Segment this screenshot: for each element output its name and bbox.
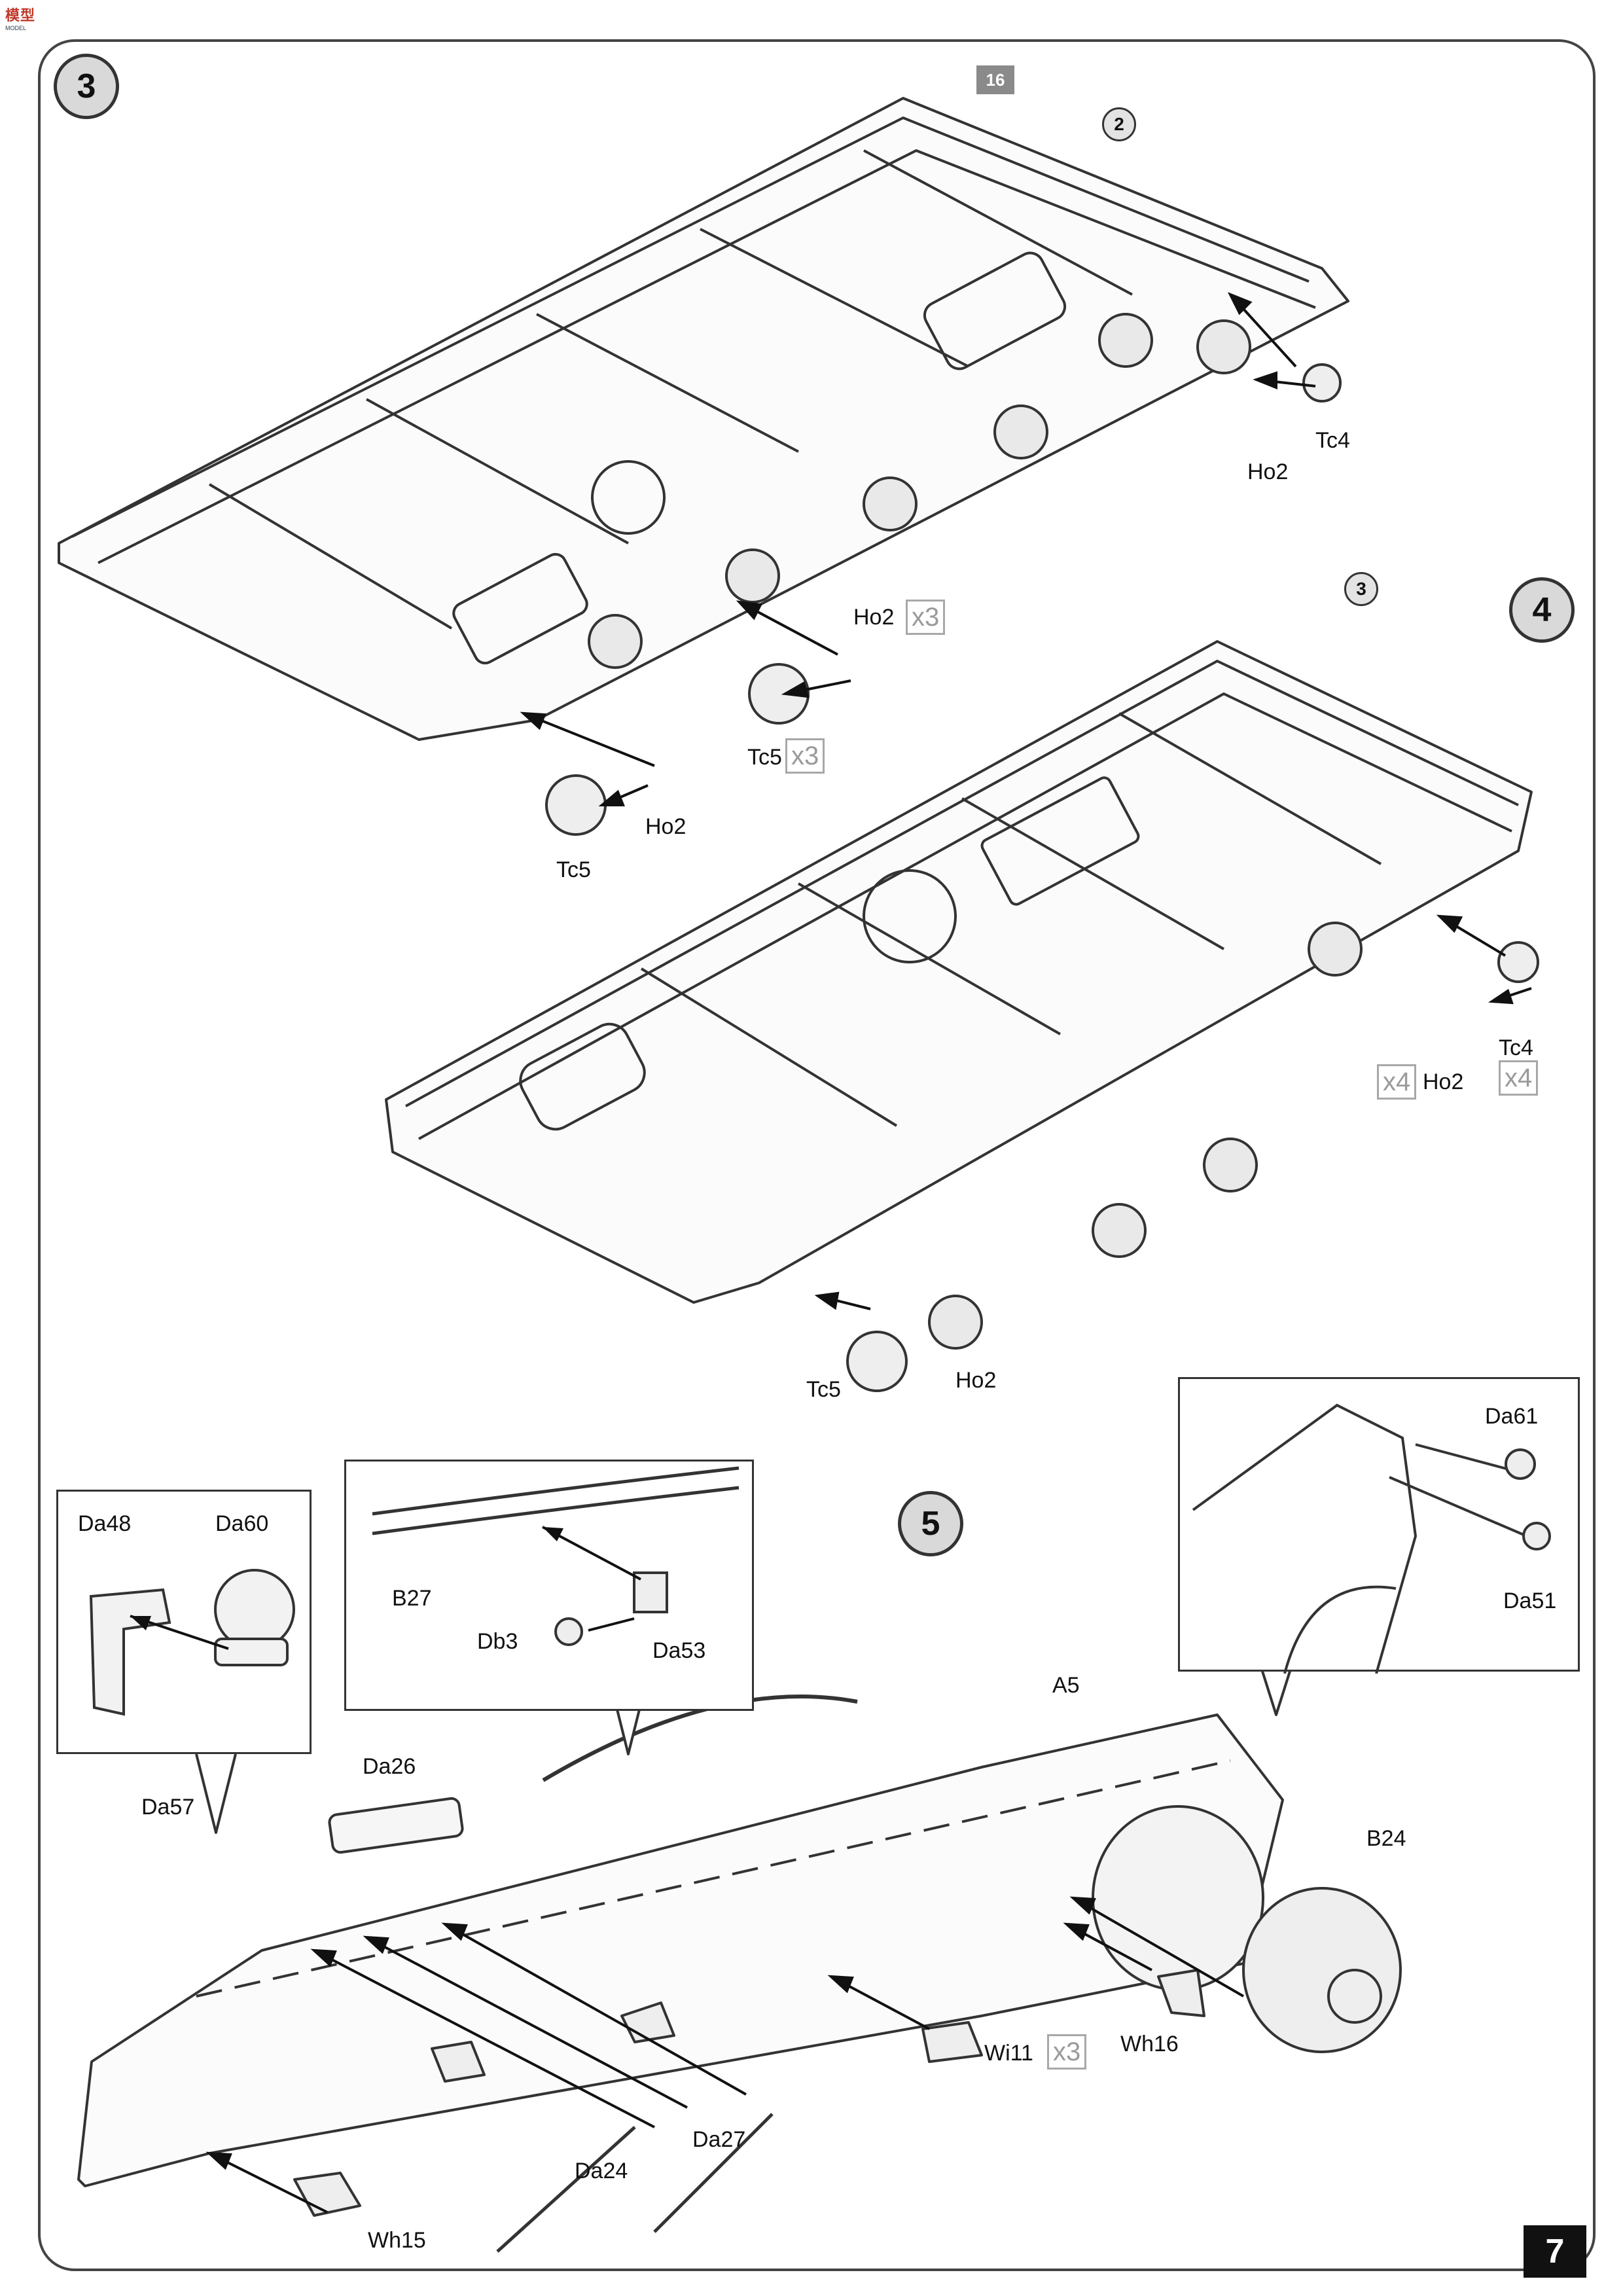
part-label-da61: Da61	[1485, 1404, 1539, 1429]
part-label-da48: Da48	[78, 1511, 132, 1536]
part-label-wh15: Wh15	[368, 2228, 426, 2253]
quantity-badge: x3	[1047, 2034, 1087, 2070]
part-label-da53: Da53	[652, 1638, 706, 1663]
part-label-ho2: Ho2	[645, 814, 687, 839]
step5-hull-side-drawing	[77, 1695, 1402, 2253]
part-label-ho2: Ho2	[955, 1368, 997, 1393]
quantity-badge: x3	[906, 600, 946, 635]
quantity-badge: x4	[1377, 1064, 1417, 1100]
page-frame	[38, 39, 1596, 2271]
reference-tag-16: 16	[976, 65, 1014, 94]
inset-da48-da60-drawing	[89, 1569, 295, 1716]
quantity-badge: x3	[785, 738, 825, 774]
part-label-da26: Da26	[363, 1754, 416, 1779]
part-label-b27: B27	[392, 1586, 432, 1611]
part-label-db3: Db3	[477, 1629, 518, 1654]
page-number: 7	[1524, 2225, 1586, 2278]
part-label-da57: Da57	[141, 1795, 195, 1820]
part-label-a5: A5	[1052, 1673, 1080, 1698]
part-label-b24: B24	[1366, 1826, 1406, 1851]
part-label-wh16: Wh16	[1120, 2032, 1179, 2056]
reference-circle-3: 3	[1344, 572, 1378, 606]
logo-subtext: MODEL	[5, 25, 27, 31]
step4-chassis-drawing	[385, 640, 1539, 1392]
part-label-da60: Da60	[215, 1511, 269, 1536]
detail-inset-da48-da60: Da48 Da60	[56, 1490, 312, 1754]
part-label-tc4: Tc4	[1499, 1035, 1533, 1060]
part-label-tc4: Tc4	[1315, 428, 1350, 453]
step3-chassis-drawing	[58, 97, 1349, 836]
step-4-marker: 4	[1509, 577, 1575, 643]
part-label-da24: Da24	[575, 2159, 628, 2183]
inset-da61-da51-drawing	[1192, 1403, 1551, 1674]
step-3-marker: 3	[54, 54, 119, 119]
part-label-wi11: Wi11	[984, 2041, 1033, 2066]
part-label-tc5: Tc5	[556, 857, 591, 882]
part-label-da27: Da27	[692, 2127, 746, 2152]
part-label-da51: Da51	[1503, 1588, 1557, 1613]
detail-inset-b27-db3-da53: B27 Db3 Da53	[344, 1460, 754, 1711]
logo-text: 模型	[5, 7, 36, 24]
step-5-marker: 5	[898, 1491, 963, 1556]
part-label-tc5: Tc5	[747, 745, 782, 770]
inset-b27-drawing	[372, 1466, 740, 1646]
reference-circle-2: 2	[1102, 107, 1136, 141]
part-label-ho2: Ho2	[1423, 1069, 1464, 1094]
part-label-ho2: Ho2	[853, 605, 895, 630]
part-label-tc5: Tc5	[806, 1377, 841, 1402]
detail-inset-da61-da51: Da61 Da51	[1178, 1377, 1580, 1674]
quantity-badge: x4	[1499, 1060, 1539, 1096]
site-logo: 模型 MODEL	[5, 4, 35, 31]
part-label-ho2: Ho2	[1247, 459, 1289, 484]
